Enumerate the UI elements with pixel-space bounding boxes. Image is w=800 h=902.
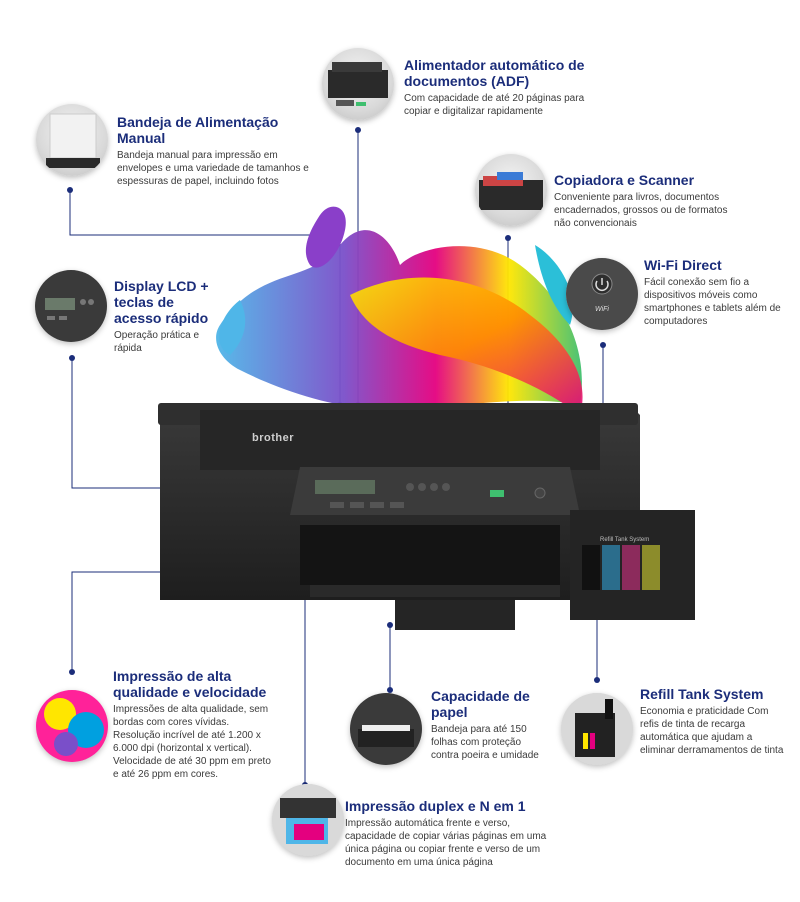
wifi-thumbnail: WiFi (566, 258, 638, 330)
ink-splash (216, 206, 583, 415)
feature-duplex: Impressão duplex e N em 1 Impressão auto… (345, 798, 555, 869)
feature-lcd: Display LCD + teclas de acesso rápido Op… (114, 278, 224, 355)
feature-quality-desc: Impressões de alta qualidade, sem bordas… (113, 704, 271, 780)
feature-wifi-title: Wi-Fi Direct (644, 257, 722, 273)
feature-quality: Impressão de alta qualidade e velocidade… (113, 668, 278, 781)
connector-dot (594, 677, 600, 683)
connector-dot (600, 342, 606, 348)
connector-dot (355, 127, 361, 133)
printer-body (158, 403, 695, 630)
feature-manual-tray-title: Bandeja de Alimentação Manual (117, 114, 279, 146)
connector-dot (69, 355, 75, 361)
feature-quality-title: Impressão de alta qualidade e velocidade (113, 668, 267, 700)
feature-tank: Refill Tank System Economia e praticidad… (640, 686, 790, 757)
feature-paper-title: Capacidade de papel (431, 688, 530, 720)
feature-wifi-desc: Fácil conexão sem fio a dispositivos móv… (644, 277, 781, 327)
feature-lcd-desc: Operação prática e rápida (114, 330, 200, 354)
feature-manual-tray-desc: Bandeja manual para impressão em envelop… (117, 150, 309, 187)
quality-thumbnail (36, 690, 108, 762)
paper-thumbnail (350, 693, 422, 765)
feature-adf-desc: Com capacidade de até 20 páginas para co… (404, 93, 585, 117)
feature-copier-title: Copiadora e Scanner (554, 172, 695, 188)
feature-tank-desc: Economia e praticidade Com refis de tint… (640, 706, 784, 756)
connector-dot (505, 235, 511, 241)
feature-adf-title: Alimentador automático de documentos (AD… (404, 57, 585, 89)
feature-copier-desc: Conveniente para livros, documentos enca… (554, 192, 728, 229)
lcd-thumbnail (35, 270, 107, 342)
feature-lcd-title: Display LCD + teclas de acesso rápido (114, 278, 209, 326)
connector-dot (67, 187, 73, 193)
manual-tray-thumbnail (36, 104, 108, 176)
feature-adf: Alimentador automático de documentos (AD… (404, 57, 614, 118)
connector-dot (387, 687, 393, 693)
feature-paper-desc: Bandeja para até 150 folhas com proteção… (431, 724, 539, 761)
printer-illustration (158, 206, 695, 630)
feature-tank-title: Refill Tank System (640, 686, 764, 702)
feature-duplex-desc: Impressão automática frente e verso, cap… (345, 818, 547, 868)
tank-thumbnail (561, 693, 633, 765)
feature-copier: Copiadora e Scanner Conveniente para liv… (554, 172, 744, 230)
feature-duplex-title: Impressão duplex e N em 1 (345, 798, 526, 814)
adf-thumbnail (322, 48, 394, 120)
printer-brand-label: brother (252, 432, 294, 444)
connector-dot (387, 622, 393, 628)
feature-paper: Capacidade de papel Bandeja para até 150… (431, 688, 551, 762)
copier-thumbnail (475, 154, 547, 226)
feature-wifi: Wi-Fi Direct Fácil conexão sem fio a dis… (644, 257, 789, 328)
wifi-icon: WiFi (595, 306, 609, 313)
connector-dot (69, 669, 75, 675)
feature-manual-tray: Bandeja de Alimentação Manual Bandeja ma… (117, 114, 312, 188)
duplex-thumbnail (272, 784, 344, 856)
tank-label: Refill Tank System (600, 537, 650, 543)
